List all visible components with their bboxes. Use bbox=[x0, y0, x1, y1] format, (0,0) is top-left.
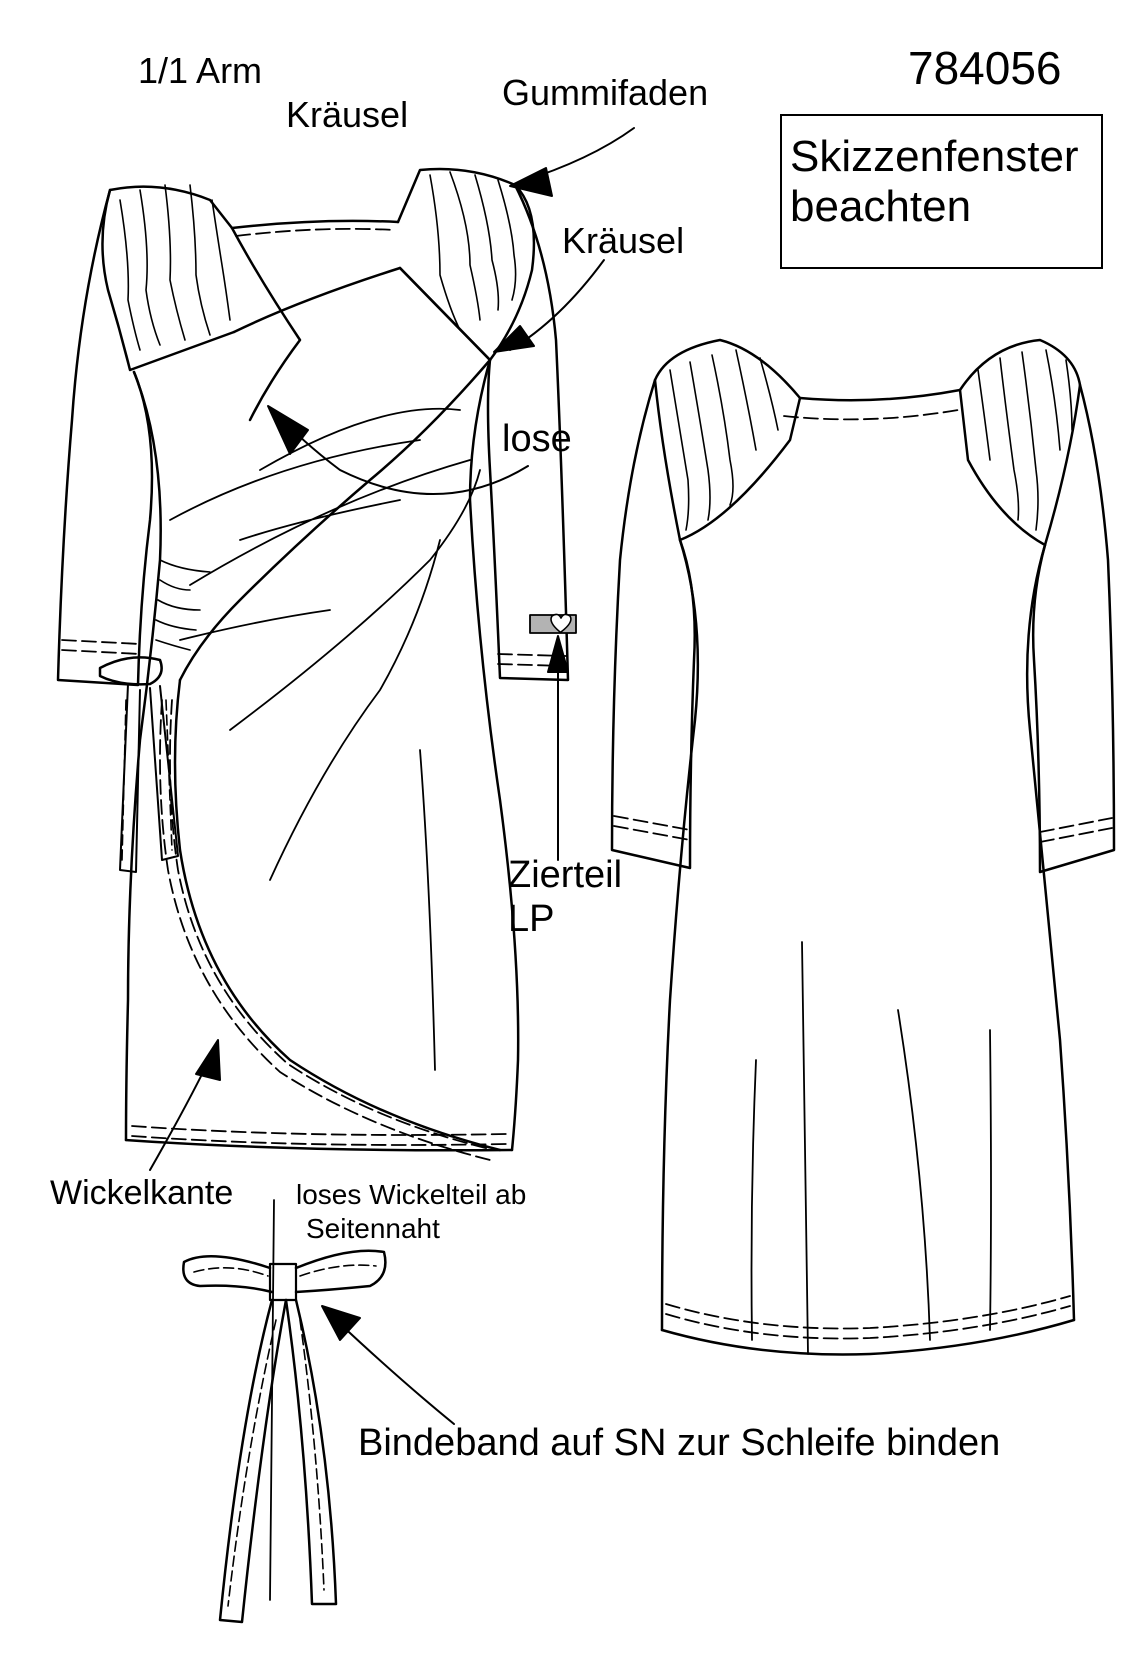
bow-detail bbox=[182, 1199, 387, 1624]
back-seam-lines bbox=[750, 941, 992, 1355]
bow-loop-stitch bbox=[193, 1264, 377, 1277]
front-right-side bbox=[468, 358, 520, 1152]
label-zierteil: Zierteil bbox=[508, 854, 623, 896]
back-left-sleeve bbox=[610, 378, 696, 870]
front-wrap-upper bbox=[178, 266, 492, 682]
bow-knot bbox=[268, 1262, 298, 1302]
arrowhead-kraeusel bbox=[493, 325, 535, 353]
back-right-sleeve bbox=[1031, 383, 1116, 874]
bow-center-line bbox=[269, 1199, 275, 1601]
back-right-raglan-gathers bbox=[977, 349, 1073, 531]
bow-tail-left bbox=[218, 1298, 288, 1624]
back-right-raglan bbox=[958, 338, 1082, 547]
back-neckline-stitch bbox=[783, 409, 959, 421]
bow-tail-stitch bbox=[227, 1319, 325, 1607]
label-lp: LP bbox=[508, 898, 555, 940]
front-tie-knot bbox=[98, 656, 163, 686]
front-left-raglan-outline bbox=[101, 185, 236, 372]
front-tie-stitch bbox=[121, 699, 173, 861]
label-wickelkante: Wickelkante bbox=[50, 1174, 234, 1212]
front-neckline-stitch bbox=[235, 227, 395, 237]
bow-loop-left bbox=[182, 1254, 274, 1294]
back-right-side bbox=[1025, 543, 1076, 1322]
arrowhead-zierteil bbox=[547, 635, 569, 673]
back-hem-stitch bbox=[665, 1295, 1071, 1340]
label-gummifaden: Gummifaden bbox=[502, 72, 709, 113]
back-left-raglan-gathers bbox=[669, 349, 779, 531]
label-kraeusel-top: Kräusel bbox=[286, 94, 409, 135]
front-left-side bbox=[124, 370, 162, 1142]
label-lose: lose bbox=[502, 418, 572, 460]
label-bindeband: Bindeband auf SN zur Schleife binden bbox=[358, 1422, 1001, 1464]
back-neckline bbox=[798, 388, 962, 402]
front-neckline bbox=[230, 219, 400, 230]
leader-arrows bbox=[149, 127, 635, 1425]
note-line-1: Skizzenfenster bbox=[790, 132, 1079, 181]
front-wrap-edge bbox=[173, 678, 502, 1152]
label-loses-wickelteil: loses Wickelteil ab bbox=[296, 1179, 527, 1210]
front-drape-folds bbox=[169, 407, 481, 1071]
back-left-cuff-stitch bbox=[613, 815, 691, 841]
note-line-2: beachten bbox=[790, 181, 972, 231]
article-number: 784056 bbox=[908, 42, 1062, 94]
bow-tail-right bbox=[284, 1298, 338, 1606]
arrowhead-gummifaden bbox=[509, 167, 553, 197]
front-hem-stitch bbox=[131, 1125, 507, 1146]
back-left-raglan bbox=[653, 338, 802, 542]
front-right-sleeve bbox=[486, 183, 570, 682]
arrow-bindeband bbox=[335, 1319, 455, 1425]
label-arm: 1/1 Arm bbox=[138, 50, 263, 91]
zierteil-heart-icon bbox=[550, 613, 572, 633]
arrowhead-lose bbox=[267, 405, 309, 455]
front-left-raglan-gathers bbox=[119, 184, 231, 351]
front-wrap-inner bbox=[230, 226, 302, 422]
label-kraeusel-mid: Kräusel bbox=[562, 220, 685, 261]
back-hem bbox=[660, 1318, 1076, 1356]
back-left-side bbox=[660, 538, 700, 1332]
arrowhead-bindeband bbox=[321, 1305, 361, 1341]
front-right-cuff-stitch bbox=[497, 653, 567, 667]
front-left-cuff-stitch bbox=[61, 639, 141, 655]
front-side-gathers bbox=[155, 559, 211, 651]
front-wrap-edge-stitch bbox=[159, 699, 495, 1161]
back-dress bbox=[610, 338, 1116, 1356]
back-right-cuff-stitch bbox=[1039, 817, 1113, 843]
arrowhead-wickelkante bbox=[195, 1039, 221, 1081]
sketch-window-note: Skizzenfenster beachten bbox=[780, 114, 1103, 269]
front-right-raglan-gathers bbox=[429, 171, 517, 331]
label-seitennaht: Seitennaht bbox=[306, 1213, 440, 1244]
bow-loop-right bbox=[294, 1249, 387, 1294]
front-dress bbox=[56, 167, 577, 1161]
front-left-sleeve bbox=[56, 188, 154, 687]
